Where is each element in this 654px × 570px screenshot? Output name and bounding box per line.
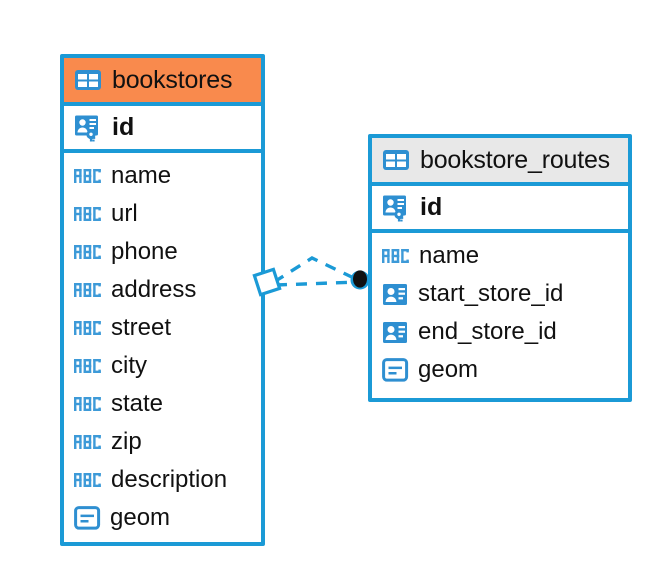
field-label: address xyxy=(111,276,197,303)
field-row-geom[interactable]: geom xyxy=(64,499,261,537)
foreign-key-icon xyxy=(382,319,409,346)
text-abc-icon xyxy=(382,247,410,265)
field-row-start-store-id[interactable]: start_store_id xyxy=(372,275,628,313)
field-label: end_store_id xyxy=(418,318,557,345)
field-label: url xyxy=(111,200,138,227)
foreign-key-icon xyxy=(382,281,409,308)
field-list-bookstores: name xyxy=(64,153,261,543)
field-row-name[interactable]: name xyxy=(372,237,628,275)
relationship-line-lower xyxy=(275,280,359,287)
field-row-address[interactable]: address xyxy=(64,271,261,309)
text-abc-icon xyxy=(74,471,102,489)
table-icon xyxy=(74,66,102,94)
relationship-target-marker xyxy=(350,270,370,290)
text-abc-icon xyxy=(74,319,102,337)
field-row-name[interactable]: name xyxy=(64,157,261,195)
field-row-primary-key[interactable]: id xyxy=(372,186,628,233)
field-label: id xyxy=(420,193,443,221)
field-row-primary-key[interactable]: id xyxy=(64,106,261,153)
field-row-geom[interactable]: geom xyxy=(372,351,628,389)
relationship-line-upper xyxy=(273,256,359,284)
entity-header-bookstore-routes[interactable]: bookstore_routes xyxy=(372,138,628,186)
geometry-icon xyxy=(382,357,409,383)
entity-header-bookstores[interactable]: bookstores xyxy=(64,58,261,106)
field-row-url[interactable]: url xyxy=(64,195,261,233)
text-abc-icon xyxy=(74,433,102,451)
field-label: name xyxy=(419,242,480,269)
text-abc-icon xyxy=(74,395,102,413)
primary-key-icon xyxy=(74,113,103,142)
relationship-connector[interactable] xyxy=(250,238,385,318)
entity-bookstore-routes[interactable]: bookstore_routes xyxy=(368,134,632,402)
text-abc-icon xyxy=(74,357,102,375)
field-label: id xyxy=(112,113,135,141)
text-abc-icon xyxy=(74,167,102,185)
text-abc-icon xyxy=(74,205,102,223)
field-label: state xyxy=(111,390,164,417)
field-label: city xyxy=(111,352,147,379)
field-label: description xyxy=(111,466,228,493)
table-icon xyxy=(382,146,410,174)
field-label: phone xyxy=(111,238,178,265)
field-row-state[interactable]: state xyxy=(64,385,261,423)
field-label: geom xyxy=(418,356,479,383)
field-row-end-store-id[interactable]: end_store_id xyxy=(372,313,628,351)
field-label: start_store_id xyxy=(418,280,564,307)
geometry-icon xyxy=(74,505,101,531)
field-list-bookstore-routes: name start_store_id xyxy=(372,233,628,395)
field-label: geom xyxy=(110,504,171,531)
text-abc-icon xyxy=(74,243,102,261)
field-row-description[interactable]: description xyxy=(64,461,261,499)
primary-key-icon xyxy=(382,193,411,222)
entity-title: bookstores xyxy=(112,65,233,94)
entity-bookstores[interactable]: bookstores xyxy=(60,54,265,546)
field-row-phone[interactable]: phone xyxy=(64,233,261,271)
field-label: zip xyxy=(111,428,142,455)
entity-title: bookstore_routes xyxy=(420,145,610,174)
field-row-zip[interactable]: zip xyxy=(64,423,261,461)
field-row-city[interactable]: city xyxy=(64,347,261,385)
field-label: street xyxy=(111,314,172,341)
field-row-street[interactable]: street xyxy=(64,309,261,347)
relationship-source-marker xyxy=(252,267,282,297)
text-abc-icon xyxy=(74,281,102,299)
field-label: name xyxy=(111,162,172,189)
